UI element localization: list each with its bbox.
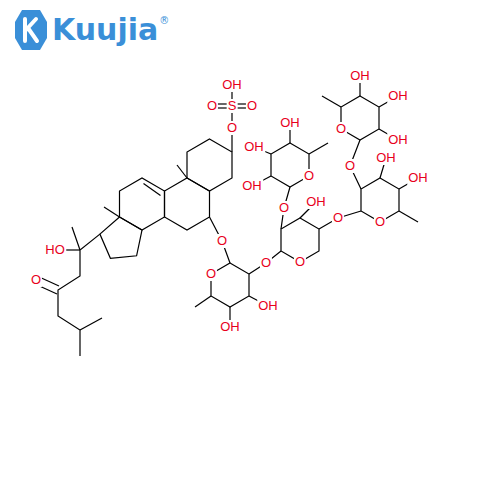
bond	[319, 211, 361, 229]
atom-label: O	[30, 273, 42, 287]
methyl-bond	[195, 296, 211, 307]
methyl-bond	[104, 207, 120, 217]
atom-label: OH	[349, 69, 371, 83]
atom-label: O	[246, 99, 258, 113]
atom-label: OH	[279, 116, 301, 130]
ring-a	[187, 139, 232, 191]
logo-mark	[25, 19, 37, 41]
atom-label: OH	[407, 171, 429, 185]
atom-label: O	[294, 255, 306, 269]
atom-label: O	[216, 234, 228, 248]
ring-b	[165, 178, 210, 230]
bond	[210, 217, 231, 263]
methyl-bond	[322, 96, 341, 107]
atom-label: O	[332, 211, 344, 225]
methyl-bond	[80, 318, 102, 330]
atom-label: O	[205, 267, 217, 281]
atom-label: O	[206, 99, 218, 113]
atom-label: O	[303, 169, 315, 183]
atom-label: OH	[257, 299, 279, 313]
atom-label: OH	[387, 89, 409, 103]
logo-badge	[15, 10, 47, 50]
atom-label: HO	[44, 243, 66, 257]
atom-label: OH	[375, 151, 397, 165]
methyl-bond	[399, 211, 418, 222]
bonds	[35, 76, 418, 356]
logo-icon	[15, 10, 47, 50]
double-bond	[144, 184, 161, 196]
methyl-bond	[177, 165, 187, 178]
methyl-bond	[72, 227, 80, 250]
atom-label: O	[374, 215, 386, 229]
methyl-bond	[309, 143, 328, 154]
atom-label: OH	[243, 140, 265, 154]
ring-d	[100, 217, 142, 258]
atom-label: OH	[305, 195, 327, 209]
atom-label: OH	[219, 320, 241, 334]
watermark-text: Kuujia	[52, 13, 158, 47]
atom-label: S	[227, 99, 238, 113]
atom-label: O	[260, 256, 272, 270]
atom-label: OH	[221, 78, 243, 92]
atom-label: O	[226, 121, 238, 135]
atom-label: O	[278, 201, 290, 215]
atom-label: OH	[241, 179, 263, 193]
atom-label: O	[344, 159, 356, 173]
trademark-mark: ®	[159, 15, 169, 26]
ring-c	[120, 178, 165, 230]
bond	[249, 251, 281, 274]
atom-label: O	[335, 122, 347, 136]
atom-label: OH	[387, 133, 409, 147]
